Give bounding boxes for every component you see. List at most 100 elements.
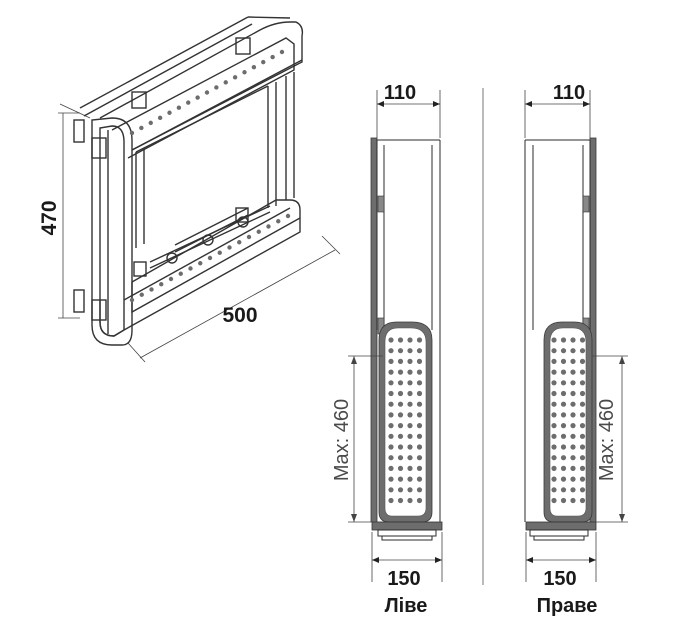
perforation-hole bbox=[407, 369, 413, 375]
perforation-hole bbox=[579, 465, 586, 471]
perforation-hole bbox=[560, 380, 567, 386]
perforation-hole bbox=[551, 433, 557, 439]
perforation-hole bbox=[416, 337, 423, 343]
perforation-hole bbox=[570, 369, 576, 375]
bottom-perforated-strip bbox=[129, 213, 291, 303]
perforation-hole bbox=[407, 455, 413, 461]
perforation-hole bbox=[217, 250, 222, 255]
perforation-hole bbox=[579, 455, 586, 461]
perforation-hole bbox=[579, 401, 586, 407]
perforation-hole bbox=[397, 369, 404, 375]
perforation-hole bbox=[570, 390, 576, 397]
perforation-hole bbox=[407, 487, 413, 493]
perforation-hole bbox=[560, 433, 567, 439]
perforation-hole bbox=[416, 390, 423, 397]
perforation-hole bbox=[246, 234, 252, 240]
perforation-hole bbox=[397, 497, 404, 504]
right-bottom-width-label: 150 bbox=[543, 568, 576, 590]
perforation-hole bbox=[178, 271, 183, 276]
perforation-hole bbox=[579, 497, 586, 504]
perforation-hole bbox=[397, 348, 404, 354]
perforation-hole bbox=[551, 497, 557, 504]
perforation-hole bbox=[551, 465, 557, 471]
perforation-hole bbox=[139, 292, 144, 297]
perforation-hole bbox=[416, 433, 423, 439]
perforation-hole bbox=[560, 423, 567, 429]
left-top-width-dimension: 110 bbox=[376, 82, 441, 138]
perforation-hole bbox=[407, 423, 413, 429]
perforation-hole bbox=[579, 337, 586, 343]
perforation-hole bbox=[270, 54, 275, 60]
perforation-hole bbox=[560, 455, 567, 461]
perforation-hole bbox=[551, 358, 557, 364]
perforation-hole bbox=[388, 423, 394, 429]
left-top-width-label: 110 bbox=[384, 82, 416, 104]
perforation-hole bbox=[207, 255, 213, 261]
basket-rear-posts bbox=[135, 72, 295, 248]
perforation-hole bbox=[560, 348, 567, 354]
right-cabinet-body bbox=[524, 137, 597, 523]
perforation-hole bbox=[570, 476, 576, 482]
perforation-hole bbox=[397, 337, 404, 343]
perforation-hole bbox=[416, 423, 423, 429]
perforation-hole bbox=[579, 444, 586, 450]
perforation-hole bbox=[551, 337, 557, 343]
perforation-hole bbox=[407, 412, 413, 418]
perforation-hole bbox=[570, 412, 576, 418]
perforation-hole bbox=[223, 80, 228, 85]
perforation-hole bbox=[232, 75, 238, 80]
basket-bottom-shelf bbox=[99, 199, 301, 337]
perforation-hole bbox=[397, 465, 404, 471]
perforation-hole bbox=[159, 282, 164, 287]
perforation-hole bbox=[551, 444, 557, 450]
perforation-hole bbox=[416, 380, 423, 386]
perforation-hole bbox=[560, 369, 567, 375]
perforation-hole bbox=[570, 465, 576, 471]
perforation-hole bbox=[251, 64, 257, 70]
perforation-hole bbox=[407, 465, 413, 471]
perforation-hole bbox=[560, 444, 567, 450]
perforation-hole bbox=[186, 100, 191, 105]
perforation-hole bbox=[168, 276, 174, 282]
perforation-hole bbox=[407, 476, 413, 482]
basket-front-frame bbox=[91, 117, 133, 346]
perforation-hole bbox=[388, 455, 394, 461]
perforation-hole bbox=[388, 487, 394, 493]
perforation-hole bbox=[388, 433, 394, 439]
perforation-hole bbox=[407, 348, 413, 354]
perforation-hole bbox=[416, 348, 423, 354]
perforation-hole bbox=[188, 266, 193, 271]
perforation-hole bbox=[570, 455, 576, 461]
perforation-hole bbox=[579, 433, 586, 439]
right-top-width-dimension: 110 bbox=[524, 82, 591, 138]
perforation-hole bbox=[570, 423, 576, 429]
perforation-hole bbox=[388, 380, 394, 386]
top-perforated-strip bbox=[129, 49, 285, 136]
perforation-hole bbox=[570, 348, 576, 354]
left-base bbox=[371, 521, 443, 541]
perforation-hole bbox=[551, 348, 557, 354]
perforation-hole bbox=[407, 444, 413, 450]
perforation-hole bbox=[388, 465, 394, 471]
perforation-hole bbox=[407, 401, 413, 407]
perforation-hole bbox=[570, 444, 576, 450]
perforation-hole bbox=[579, 358, 586, 364]
perforation-hole bbox=[416, 444, 423, 450]
perforation-hole bbox=[397, 380, 404, 386]
perforation-hole bbox=[242, 70, 247, 75]
perforation-hole bbox=[579, 412, 586, 418]
perforation-hole bbox=[397, 358, 404, 364]
perforation-hole bbox=[388, 401, 394, 407]
left-side-view: 110 bbox=[331, 82, 443, 617]
perforation-hole bbox=[551, 455, 557, 461]
perforation-hole bbox=[388, 444, 394, 450]
perforation-hole bbox=[266, 224, 271, 229]
perforation-hole bbox=[560, 358, 567, 364]
perforation-hole bbox=[416, 369, 423, 375]
perforation-hole bbox=[237, 240, 242, 245]
perforation-hole bbox=[279, 49, 285, 55]
perforation-hole bbox=[579, 380, 586, 386]
perforation-hole bbox=[397, 423, 404, 429]
perforation-hole bbox=[560, 412, 567, 418]
